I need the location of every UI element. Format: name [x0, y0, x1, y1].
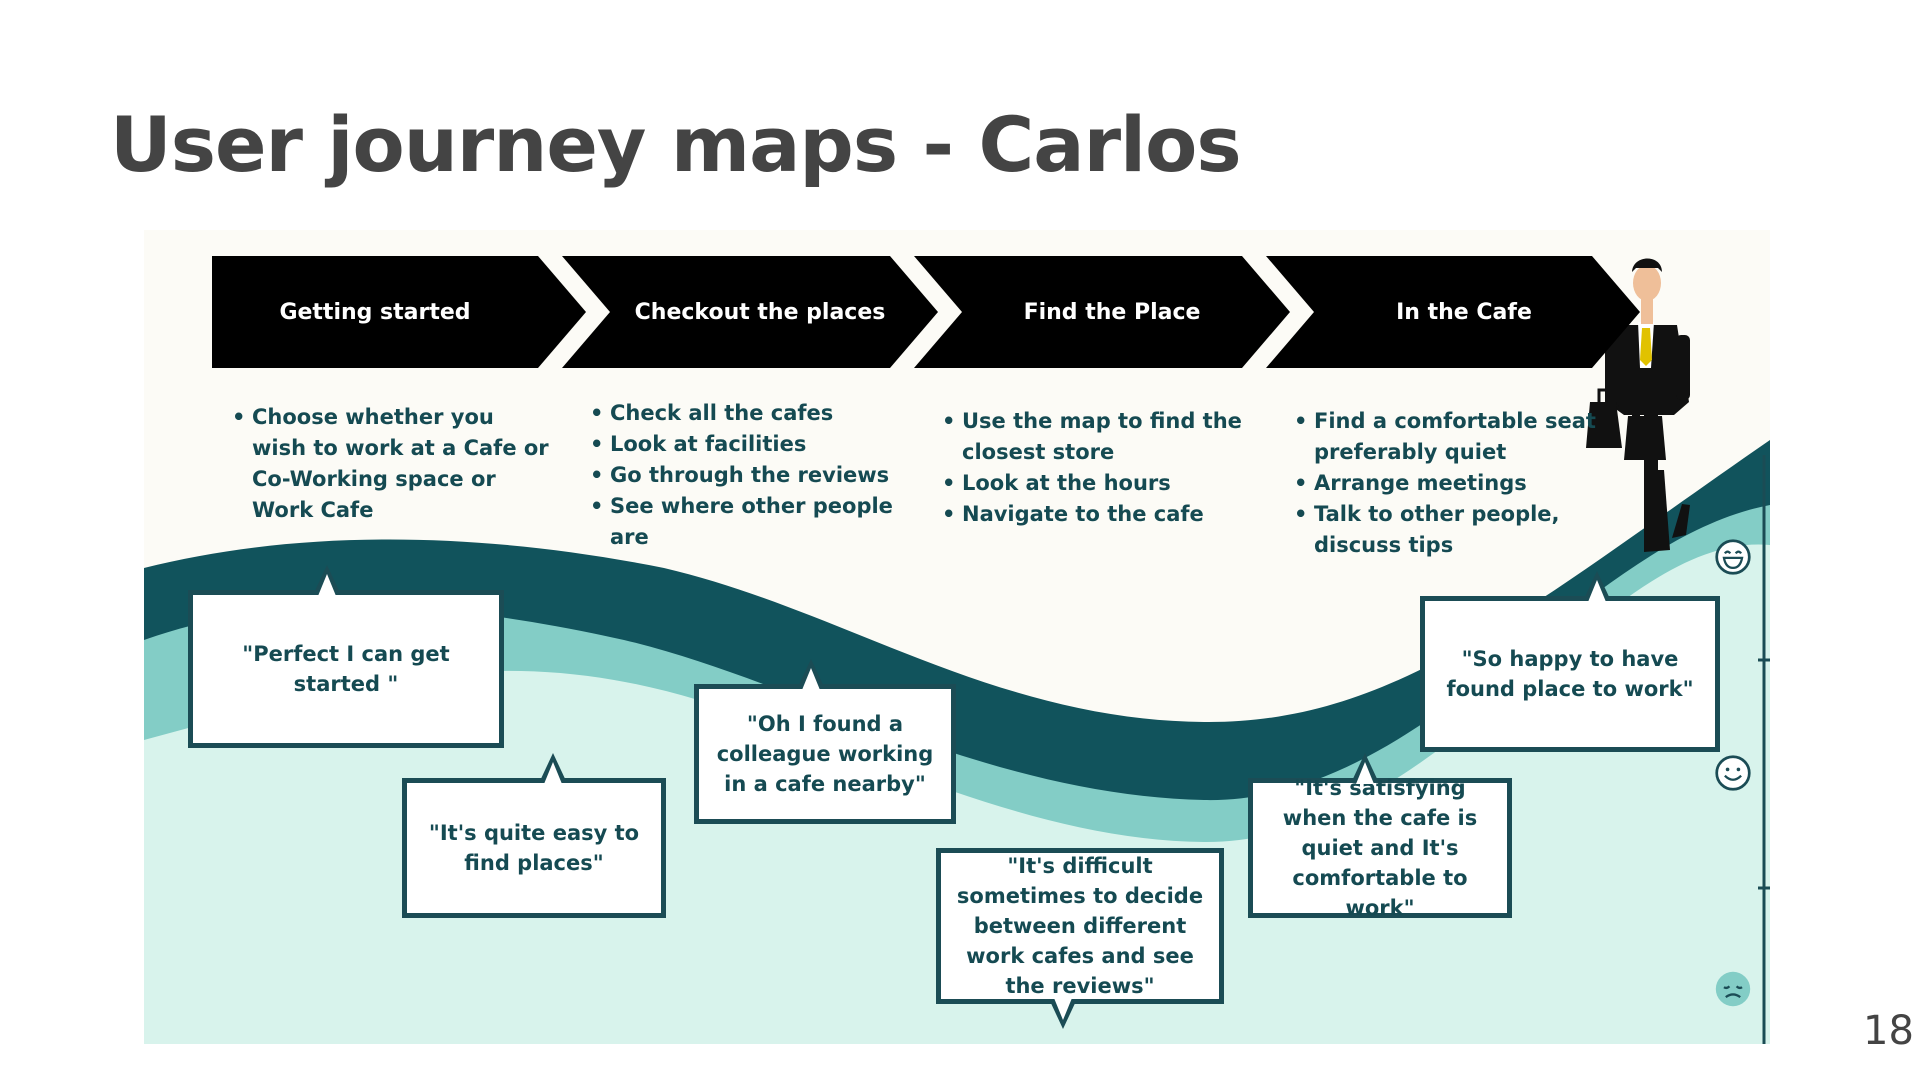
page-number: 18 [1863, 1008, 1914, 1054]
quote-bubble-4: "It's difficult sometimes to decide betw… [936, 848, 1224, 1029]
page-title: User journey maps - Carlos [110, 100, 1242, 189]
sad-face-icon [1715, 971, 1751, 1007]
stage-chevrons [212, 256, 1640, 368]
stage-in-cafe: In the Cafe [1396, 299, 1532, 325]
quote-bubble-3: "Oh I found a colleague working in a caf… [694, 659, 956, 824]
actions-in-cafe: Find a comfortable seat preferably quiet… [1294, 406, 1604, 561]
stage-find-place: Find the Place [1023, 299, 1201, 325]
action-item: Look at the hours [942, 468, 1252, 499]
action-item: Choose whether you wish to work at a Caf… [232, 402, 552, 526]
quote-bubble-6: "So happy to have found place to work" [1420, 571, 1720, 752]
businessman-illustration [1586, 258, 1690, 552]
action-item: Find a comfortable seat preferably quiet [1294, 406, 1604, 468]
action-item: Navigate to the cafe [942, 499, 1252, 530]
actions-find-place: Use the map to find the closest store Lo… [942, 406, 1252, 530]
stage-checkout-places: Checkout the places [634, 299, 886, 325]
action-item: Arrange meetings [1294, 468, 1604, 499]
action-item: Go through the reviews [590, 460, 910, 491]
smiling-face-icon [1715, 755, 1751, 791]
quote-bubble-5: "It's satisfying when the cafe is quiet … [1248, 753, 1512, 920]
journey-map: Getting started Checkout the places Find… [144, 230, 1770, 1044]
action-item: See where other people are [590, 491, 910, 553]
actions-getting-started: Choose whether you wish to work at a Caf… [232, 402, 552, 526]
action-item: Use the map to find the closest store [942, 406, 1252, 468]
stage-getting-started: Getting started [279, 299, 471, 325]
action-item: Look at facilities [590, 429, 910, 460]
quote-bubble-2: "It's quite easy to find places" [402, 753, 666, 918]
action-item: Check all the cafes [590, 398, 910, 429]
action-item: Talk to other people, discuss tips [1294, 499, 1604, 561]
quote-bubble-1: "Perfect I can get started " [188, 565, 504, 748]
laughing-face-icon [1715, 539, 1751, 575]
actions-checkout-places: Check all the cafes Look at facilities G… [590, 398, 910, 553]
